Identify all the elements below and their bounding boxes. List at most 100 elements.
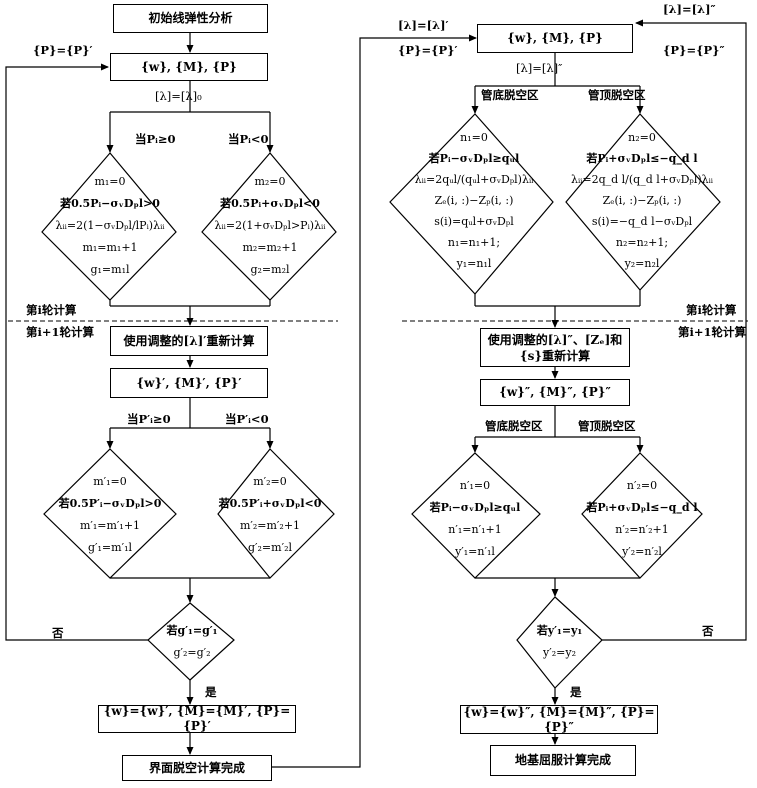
- right-yes-label: 是: [570, 685, 582, 699]
- formula-line: 若Pᵢ+σᵥDₚl≤−q_d l: [586, 501, 698, 514]
- formula-line: m₁=m₁+1: [82, 241, 138, 254]
- formula-line: Zₑ(i, :)−Zₚ(i, :): [434, 194, 514, 207]
- right-wmp-box: {w}, {M}, {P}: [477, 24, 633, 53]
- left-cond-neg2: 当P′ᵢ<0: [225, 412, 269, 426]
- left-end-box: 界面脱空计算完成: [122, 755, 272, 781]
- left-lambda-init: [λ]=[λ]₀: [155, 89, 202, 103]
- formula-line: m₁=0: [94, 175, 126, 188]
- right-p-top: {P}={P}′: [398, 43, 458, 57]
- left-wmp-box: {w}, {M}, {P}: [110, 53, 268, 81]
- right-wmp-text: {w}, {M}, {P}: [507, 31, 603, 45]
- formula-line: m′₁=0: [93, 475, 127, 488]
- formula-line: 若Pᵢ−σᵥDₚl≥qᵤl: [428, 152, 520, 165]
- right-cond-bottom: 管底脱空区: [481, 88, 539, 102]
- right-cond-bottom2: 管底脱空区: [485, 419, 543, 433]
- left-round-i: 第i轮计算: [26, 303, 77, 317]
- left-assign-box: {w}={w}′, {M}={M}′, {P}={P}′: [98, 704, 296, 733]
- formula-line: λᵢᵢ=2(1−σᵥDₚl/lPᵢ)λᵢᵢ: [55, 219, 165, 232]
- left-p-update-label: {P}={P}′: [33, 43, 93, 57]
- formula-line: 若0.5Pᵢ+σᵥDₚl<0: [220, 197, 320, 210]
- left-wmp-prime-text: {w}′, {M}′, {P}′: [136, 375, 242, 390]
- right-cond-top2: 管顶脱空区: [578, 419, 636, 433]
- left-assign-text: {w}={w}′, {M}={M}′, {P}={P}′: [103, 704, 291, 733]
- formula-line: m₂=0: [254, 175, 286, 188]
- formula-line: g′₁=m′₁l: [87, 541, 133, 554]
- left-round-i1: 第i+1轮计算: [26, 325, 95, 339]
- left-diamond-neg2-text: m′₂=0 若0.5P′ᵢ+σᵥDₚl<0 m′₂=m′₂+1 g′₂=m′₂l: [204, 471, 336, 559]
- formula-line: n′₁=n′₁+1: [448, 523, 502, 536]
- formula-line: y′₂=n′₂l: [622, 545, 662, 558]
- initial-analysis-box: 初始线弹性分析: [113, 4, 268, 33]
- right-recalc-text-2: {s}重新计算: [519, 348, 591, 363]
- formula-line: g₁=m₁l: [90, 263, 130, 276]
- right-assign-box: {w}={w}″, {M}={M}″, {P}={P}″: [460, 705, 658, 734]
- left-end-text: 界面脱空计算完成: [148, 760, 245, 775]
- formula-line: y′₁=n′₁l: [455, 545, 495, 558]
- formula-line: s(i)=−q_d l−σᵥDₚl: [591, 215, 693, 228]
- right-end-text: 地基屈服计算完成: [514, 753, 611, 767]
- right-lambda-top: [λ]=[λ]′: [398, 18, 449, 32]
- left-recalc-text: 使用调整的[λ]′重新计算: [123, 333, 255, 348]
- right-end-box: 地基屈服计算完成: [490, 745, 636, 776]
- formula-line: n′₂=n′₂+1: [615, 523, 669, 536]
- left-wmp-prime-box: {w}′, {M}′, {P}′: [110, 368, 268, 398]
- formula-line: m′₁=m′₁+1: [79, 519, 141, 532]
- right-check-text: 若y′₁=y₁ y′₂=y₂: [517, 620, 602, 664]
- left-check-text: 若g′₁=g′₁ g′₂=g′₂: [150, 620, 234, 664]
- left-no-label: 否: [52, 626, 64, 640]
- left-cond-neg: 当Pᵢ<0: [228, 132, 269, 146]
- right-round-i1: 第i+1轮计算: [678, 325, 747, 339]
- left-cond-pos: 当Pᵢ≥0: [135, 132, 176, 146]
- right-recalc-text-1: 使用调整的[λ]″、[Zₑ]和: [487, 332, 623, 347]
- left-wmp-text: {w}, {M}, {P}: [141, 59, 237, 74]
- right-p-top-r: {P}={P}″: [663, 43, 725, 57]
- formula-line: s(i)=qᵤl+σᵥDₚl: [434, 215, 514, 228]
- formula-line: y₂=n₂l: [624, 257, 660, 270]
- left-recalc-box: 使用调整的[λ]′重新计算: [110, 326, 268, 356]
- formula-line: m′₂=m′₂+1: [239, 519, 301, 532]
- right-round-i: 第i轮计算: [686, 303, 737, 317]
- right-diamond-top-text: n₂=0 若Pᵢ+σᵥDₚl≤−q_d l λᵢᵢ=2q_d l/(q_d l+…: [564, 127, 720, 274]
- right-diamond-bottom-text: n₁=0 若Pᵢ−σᵥDₚl≥qᵤl λᵢᵢ=2qᵤl/(qᵤl+σᵥDₚl)λ…: [395, 127, 553, 274]
- formula-line: λᵢᵢ=2qᵤl/(qᵤl+σᵥDₚl)λᵢᵢ: [414, 173, 534, 186]
- initial-analysis-text: 初始线弹性分析: [148, 11, 233, 25]
- formula-line: g₂=m₂l: [250, 263, 290, 276]
- formula-line: 若Pᵢ+σᵥDₚl≤−q_d l: [586, 152, 698, 165]
- formula-line: 若0.5P′ᵢ+σᵥDₚl<0: [218, 497, 322, 510]
- formula-line: g′₂=g′₂: [173, 646, 211, 659]
- formula-line: 若Pᵢ−σᵥDₚl≥qᵤl: [429, 501, 521, 514]
- right-no-label: 否: [702, 624, 714, 638]
- right-diamond-top2-text: n′₂=0 若Pᵢ+σᵥDₚl≤−q_d l n′₂=n′₂+1 y′₂=n′₂…: [580, 475, 704, 563]
- right-diamond-bottom2-text: n′₁=0 若Pᵢ−σᵥDₚl≥qᵤl n′₁=n′₁+1 y′₁=n′₁l: [410, 475, 540, 563]
- formula-line: 若g′₁=g′₁: [166, 624, 218, 637]
- left-yes-label: 是: [205, 685, 217, 699]
- formula-line: m₂=m₂+1: [242, 241, 298, 254]
- left-diamond-pos-text: m₁=0 若0.5Pᵢ−σᵥDₚl>0 λᵢᵢ=2(1−σᵥDₚl/lPᵢ)λᵢ…: [42, 171, 178, 281]
- formula-line: 若0.5Pᵢ−σᵥDₚl>0: [60, 197, 160, 210]
- right-wmp-dprime-text: {w}″, {M}″, {P}″: [499, 385, 611, 399]
- formula-line: 若0.5P′ᵢ−σᵥDₚl>0: [58, 497, 162, 510]
- formula-line: n₁=0: [460, 131, 488, 144]
- right-recalc-box: 使用调整的[λ]″、[Zₑ]和 {s}重新计算: [480, 328, 630, 367]
- left-diamond-neg-text: m₂=0 若0.5Pᵢ+σᵥDₚl<0 λᵢᵢ=2(1+σᵥDₚl>Pᵢ)λᵢᵢ…: [202, 171, 338, 281]
- formula-line: λᵢᵢ=2(1+σᵥDₚl>Pᵢ)λᵢᵢ: [214, 219, 326, 232]
- formula-line: n′₂=0: [626, 479, 658, 492]
- formula-line: λᵢᵢ=2q_d l/(q_d l+σᵥDₚl)λᵢᵢ: [570, 173, 714, 186]
- formula-line: y₁=n₁l: [456, 257, 492, 270]
- right-lambda-mid: [λ]=[λ]″: [516, 61, 563, 75]
- formula-line: n₂=0: [628, 131, 656, 144]
- formula-line: m′₂=0: [253, 475, 287, 488]
- left-diamond-pos2-text: m′₁=0 若0.5P′ᵢ−σᵥDₚl>0 m′₁=m′₁+1 g′₁=m′₁l: [44, 471, 176, 559]
- left-cond-pos2: 当P′ᵢ≥0: [127, 412, 171, 426]
- formula-line: n′₁=0: [459, 479, 491, 492]
- formula-line: 若y′₁=y₁: [536, 624, 583, 637]
- right-cond-top: 管顶脱空区: [588, 88, 646, 102]
- formula-line: n₁=n₁+1;: [447, 236, 501, 249]
- formula-line: y′₂=y₂: [543, 646, 576, 659]
- formula-line: Zₑ(i, :)−Zₚ(i, :): [602, 194, 682, 207]
- right-lambda-top-r: [λ]=[λ]″: [663, 2, 716, 16]
- right-assign-text: {w}={w}″, {M}={M}″, {P}={P}″: [463, 704, 655, 734]
- right-wmp-dprime-box: {w}″, {M}″, {P}″: [480, 379, 630, 406]
- formula-line: g′₂=m′₂l: [247, 541, 293, 554]
